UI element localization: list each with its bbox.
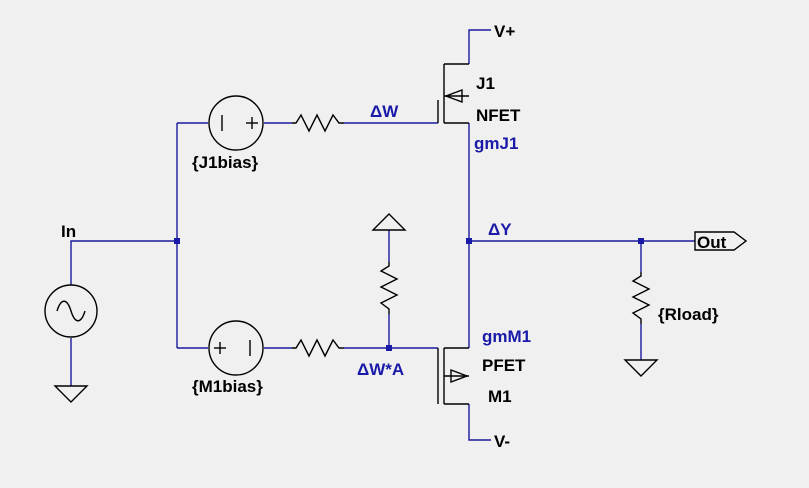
source-label-m1bias: {M1bias} (192, 377, 263, 396)
junction-delta-w-a (386, 345, 392, 351)
resistor-load-icon (631, 272, 651, 324)
ground-load-icon (623, 359, 659, 377)
transistor-gm-m1: gmM1 (482, 327, 531, 346)
junction-input (174, 238, 180, 244)
supply-label-vplus: V+ (494, 22, 515, 41)
transistor-type-j1: NFET (476, 106, 521, 125)
junction-load (638, 238, 644, 244)
net-label-delta-y: ΔY (488, 220, 512, 239)
resistor-bottom-icon (292, 338, 344, 358)
transistor-gm-j1: gmJ1 (474, 134, 518, 153)
voltage-source-j1bias-icon (208, 95, 264, 151)
resistor-top-icon (292, 113, 344, 133)
transistor-name-m1: M1 (488, 387, 512, 406)
pfet-m1-icon (437, 347, 469, 405)
output-port-icon[interactable] (694, 231, 748, 251)
ground-input-icon (53, 385, 89, 403)
wires (70, 29, 695, 441)
ac-source-icon (44, 284, 98, 338)
load-label-rload: {Rload} (658, 305, 719, 324)
junction-output (466, 238, 472, 244)
transistor-name-j1: J1 (476, 74, 495, 93)
net-label-delta-w-a: ΔW*A (357, 360, 404, 379)
transistor-type-m1: PFET (482, 356, 526, 375)
output-port-label[interactable]: Out (697, 233, 727, 252)
wire-input (70, 240, 177, 285)
resistor-feedback-icon (379, 262, 399, 314)
net-label-delta-w: ΔW (370, 102, 399, 121)
supply-label-vminus: V- (494, 432, 510, 451)
nfet-j1-icon (437, 63, 469, 124)
wire-vplus (468, 29, 491, 64)
source-label-j1bias: {J1bias} (192, 153, 259, 172)
wire-vminus (468, 404, 491, 441)
net-label-in: In (61, 222, 76, 241)
reference-triangle-icon (371, 213, 407, 231)
voltage-source-m1bias-icon (208, 320, 264, 376)
